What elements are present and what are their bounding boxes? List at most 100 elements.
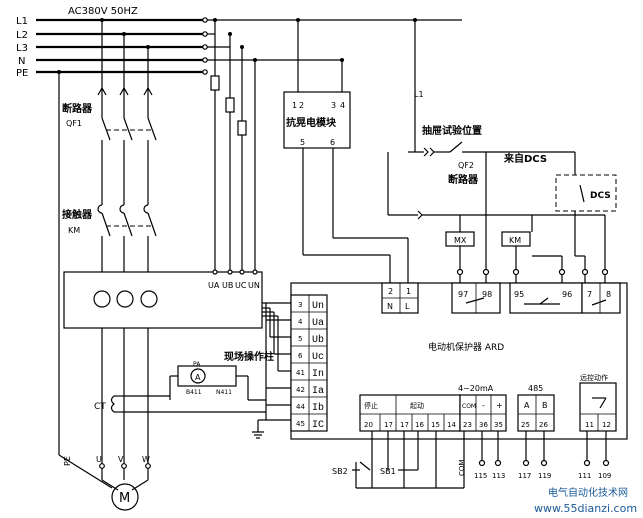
control-circuit: L1 抽屉试验位置 QF2 断路器 来自DCS DCS MX [387,20,617,270]
pe-label: PE [63,456,72,466]
breaker-qf1-code: QF1 [66,119,82,128]
top-term-95: 95 [514,290,524,299]
out-119: 119 [538,472,551,480]
antisurge-module: 1 2 3 4 抗晃电模块 5 6 [283,20,409,283]
lt-name-1: Ua [312,318,324,329]
out-117: 117 [518,472,531,480]
ma-label: 4~20mA [458,384,494,393]
mx-label: MX [454,236,467,245]
bus-label-n: N [18,56,25,67]
bt-11: 11 [585,421,594,429]
rs485-label: 485 [528,384,543,393]
lt-num-6: 44 [296,403,305,411]
fuse-ub [225,97,235,113]
motor-phase-u: U [96,455,102,464]
dcs-label: DCS [590,191,611,201]
breaker-qf1: 断路器 QF1 [62,102,157,205]
bt-14: 14 [447,421,456,429]
lt-num-2: 5 [298,335,302,343]
out-115: 115 [474,472,487,480]
qf2-code: QF2 [458,161,474,170]
sb2-label: SB2 [332,467,348,476]
out-113: 113 [492,472,505,480]
ammeter-left: B411 [186,389,202,396]
stop-label: 停止 [364,401,378,410]
lt-name-3: Uc [312,352,324,363]
lt-name-2: Ub [312,334,324,346]
bt-26: 26 [539,421,548,429]
bt-15: 15 [431,421,440,429]
bt-12: 12 [602,421,611,429]
lt-num-5: 42 [296,386,305,394]
lt-name-7: IC [312,420,324,431]
a-label: A [524,401,530,410]
bt-25: 25 [521,421,530,429]
antisurge-title: 抗晃电模块 [286,116,337,129]
km-coil-label: KM [509,236,521,245]
bt-20: 20 [364,421,373,429]
supply-bus: AC380V 50HZ L1 L2 L3 N PE [16,6,462,79]
sb1-label: SB1 [380,467,396,476]
left-terminal-rows: 3 Un 4 Ua 5 Ub 6 Uc 41 In 42 Ia 44 Ib 45… [291,301,327,431]
ammeter [190,368,206,384]
qf2-label: 断路器 [448,173,479,186]
antisurge-term-5: 5 [300,138,305,147]
plus-label: + [496,401,503,410]
bottom-com-label: COM [458,460,466,476]
top-term-96: 96 [562,290,572,299]
main-circuit: 断路器 QF1 接触器 KM CT [58,20,263,511]
lt-num-7: 45 [296,420,305,428]
power-term-1: 1 [406,287,411,296]
motor-label: M [119,491,130,506]
remote-label: 远控动作 [580,373,608,382]
minus-label: - [482,401,485,410]
l1-tap-label: L1 [414,90,424,99]
bottom-controls: SB2 SB1 COM 115 113 117 119 111 109 [332,431,611,489]
bt-36: 36 [479,421,488,429]
term-ub: UB [222,281,233,290]
ammeter-symbol: A [195,373,201,382]
bt-35: 35 [494,421,503,429]
antisurge-term-1: 1 [292,101,297,110]
ammeter-right: N411 [216,389,232,396]
bus-label-l1: L1 [16,16,28,27]
out-109: 109 [598,472,611,480]
drawer-test-label: 抽屉试验位置 [422,124,482,137]
power-label-n: N [387,302,393,311]
watermark: 电气自动化技术网 www.55dianzi.com [534,486,637,515]
supply-spec: AC380V 50HZ [68,6,138,17]
bt-23: 23 [463,421,472,429]
top-term-7: 7 [587,290,592,299]
lt-name-4: In [312,369,324,380]
fuse-uc [237,120,247,136]
ammeter-top: PA [193,361,201,368]
lt-name-0: Un [312,301,324,312]
contactor-km-label: 接触器 [62,208,93,221]
top-term-8: 8 [606,290,611,299]
top-term-97: 97 [458,290,468,299]
start-label: 起动 [410,401,424,410]
contactor-km: 接触器 KM [62,204,157,272]
ct-label: CT [94,402,106,412]
lt-name-5: Ia [312,386,324,397]
protector-title: 电动机保护器 ARD [428,341,504,353]
lt-name-6: Ib [312,402,324,414]
bus-label-l3: L3 [16,43,28,54]
antisurge-term-6: 6 [330,138,335,147]
lt-num-1: 4 [298,318,303,326]
voltage-taps: UA UB UC UN [208,20,260,290]
bt-17a: 17 [384,421,393,429]
watermark-line2: www.55dianzi.com [534,502,637,515]
ct-ring-3 [140,290,158,308]
contactor-km-code: KM [68,226,80,235]
watermark-line1: 电气自动化技术网 [548,486,628,499]
power-term-2: 2 [388,287,393,296]
fuse-ua [210,75,220,91]
bus-label-l2: L2 [16,30,28,41]
top-term-98: 98 [482,290,492,299]
term-un: UN [248,281,260,290]
term-ua: UA [208,281,220,290]
com-label: COM [462,403,476,410]
motor-protector-ard: 电动机保护器 ARD 3 Un 4 Ua 5 Ub 6 Uc 41 In 42 … [290,255,628,440]
lt-num-4: 41 [296,369,305,377]
